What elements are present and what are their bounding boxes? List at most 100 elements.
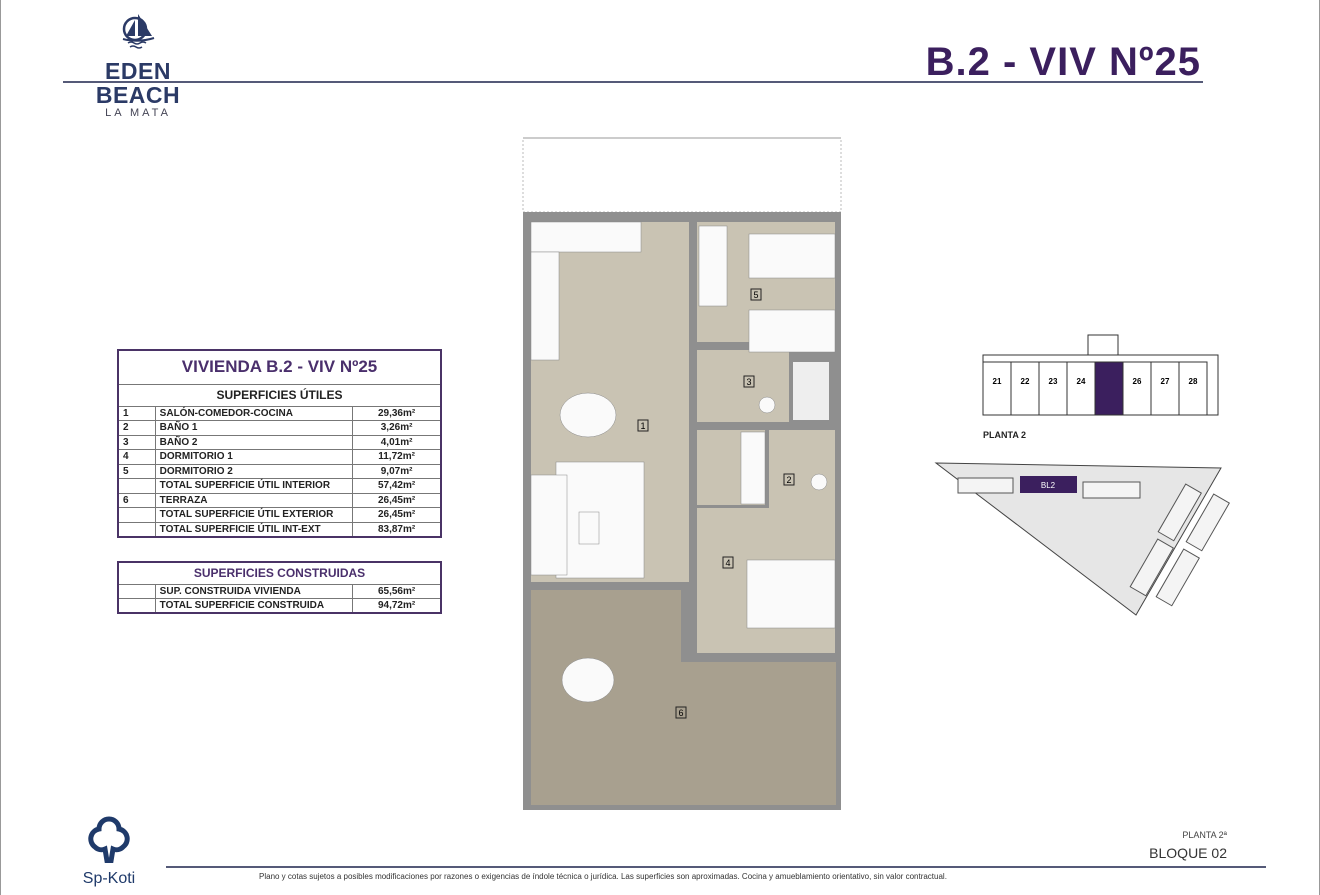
cell-num: 5 (117, 463, 156, 479)
room-6-terrace (531, 590, 681, 805)
brand-subtitle: LA MATA (105, 107, 171, 119)
disclaimer: Plano y cotas sujetos a posibles modific… (259, 872, 947, 881)
cell-label: DORMITORIO 1 (154, 449, 354, 465)
cell-label: SALÓN-COMEDOR-COCINA (154, 405, 354, 421)
tree-logo-icon (88, 816, 130, 864)
cell-area: 11,72m² (352, 449, 442, 465)
unit (982, 361, 1012, 416)
room-label-box (783, 473, 795, 486)
cell-area: 26,45m² (352, 492, 442, 508)
cell-area: 65,56m² (352, 583, 442, 599)
unit (1122, 361, 1152, 416)
room-label-box (722, 556, 734, 569)
block-bl2 (1020, 476, 1077, 493)
room-label: 3 (746, 377, 751, 387)
useful-surfaces-table: VIVIENDA B.2 - VIV Nº25 SUPERFICIES ÚTIL… (117, 349, 442, 538)
cell-label: TOTAL SUPERFICIE CONSTRUIDA (154, 598, 354, 614)
room-label: 5 (753, 290, 758, 300)
terrace-table (561, 657, 615, 703)
coffee-table (578, 511, 600, 545)
room-label-box (637, 419, 649, 432)
cell-num: 6 (117, 492, 156, 508)
block-label: BL2 (1041, 481, 1056, 490)
cell-area: 83,87m² (352, 521, 442, 537)
kitchen-counter-side (530, 251, 560, 361)
block-label: BLOQUE 02 (1149, 845, 1227, 861)
room-label-box (675, 706, 687, 719)
cell-num (117, 583, 156, 599)
dining-table (559, 392, 617, 438)
room-label-box (743, 375, 755, 388)
cell-area: 57,42m² (352, 478, 442, 494)
room-label: 4 (725, 558, 730, 568)
room-label-box (750, 288, 762, 301)
block (1185, 493, 1230, 552)
cell-num (117, 598, 156, 614)
room-3-bath (697, 350, 789, 422)
core (1087, 334, 1119, 356)
unit-number: 27 (1161, 377, 1170, 386)
cell-area: 9,07m² (352, 463, 442, 479)
wardrobe (740, 431, 766, 505)
sp-koti-logo: Sp-Koti (79, 815, 139, 888)
bed (748, 233, 836, 279)
unit-number: 21 (993, 377, 1002, 386)
cell-label: BAÑO 2 (154, 434, 354, 450)
cell-area: 4,01m² (352, 434, 442, 450)
built-surfaces-table: SUPERFICIES CONSTRUIDAS SUP. CONSTRUIDA … (117, 561, 442, 614)
unit-number: 24 (1077, 377, 1086, 386)
page-title: B.2 - VIV Nº25 (925, 40, 1201, 84)
table-section: SUPERFICIES ÚTILES (117, 383, 442, 407)
cell-num: 3 (117, 434, 156, 450)
room-label: 1 (640, 421, 645, 431)
block (1157, 483, 1202, 542)
cell-label: SUP. CONSTRUIDA VIVIENDA (154, 583, 354, 599)
block (1129, 538, 1174, 597)
terrace-ext (681, 662, 836, 805)
unit (1038, 361, 1068, 416)
toilet (810, 473, 828, 491)
cell-label: TERRAZA (154, 492, 354, 508)
block (957, 477, 1014, 494)
unit-number: 23 (1049, 377, 1058, 386)
cell-label: TOTAL SUPERFICIE ÚTIL INTERIOR (154, 478, 354, 494)
unit-number: 26 (1133, 377, 1142, 386)
bed (748, 309, 836, 353)
toilet (758, 396, 776, 414)
rug (555, 461, 645, 579)
wardrobe (698, 225, 728, 307)
cell-num (117, 507, 156, 523)
bed-double (746, 559, 836, 629)
unit (1178, 361, 1208, 416)
unit (1150, 361, 1180, 416)
room-label: 2 (786, 475, 791, 485)
room-2-bath (769, 430, 835, 508)
table-heading: VIVIENDA B.2 - VIV Nº25 (117, 349, 442, 385)
brand-name: EDEN BEACH (95, 58, 181, 108)
block (1155, 548, 1200, 607)
cell-num: 4 (117, 449, 156, 465)
cell-num (117, 521, 156, 537)
cell-area: 26,45m² (352, 507, 442, 523)
floor-label: PLANTA 2ª (1182, 830, 1227, 840)
company-name: Sp-Koti (82, 870, 136, 887)
cell-label: TOTAL SUPERFICIE ÚTIL EXTERIOR (154, 507, 354, 523)
cell-area: 3,26m² (352, 420, 442, 436)
header-divider (63, 81, 1203, 83)
cell-area: 94,72m² (352, 598, 442, 614)
unit (1010, 361, 1040, 416)
cell-area: 29,36m² (352, 405, 442, 421)
cell-label: TOTAL SUPERFICIE ÚTIL INT-EXT (154, 521, 354, 537)
